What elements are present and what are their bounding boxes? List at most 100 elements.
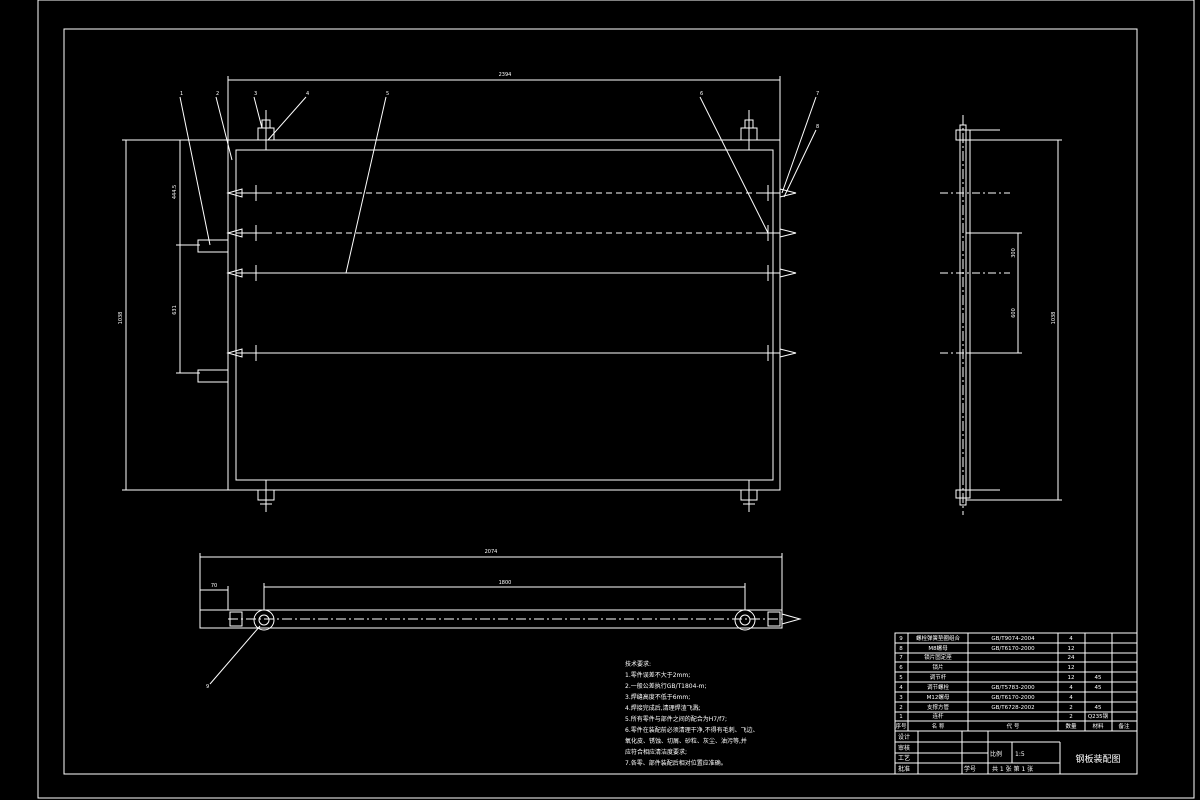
front-frame xyxy=(227,139,781,491)
bom-cell: 12 xyxy=(1068,646,1075,652)
note-line: 4.焊接完成后,清理焊渣飞溅; xyxy=(625,704,701,712)
dim-bottom-left: 70 xyxy=(211,583,217,589)
left-pins xyxy=(226,185,268,361)
bom-cell: 锁片 xyxy=(932,663,943,671)
bom-row: 4 调节螺栓 GB/T5783-2000 4 45 xyxy=(899,683,1102,691)
tb-label-process: 工艺 xyxy=(898,754,910,762)
tb-label-design: 设计 xyxy=(898,733,910,741)
note-line: 6.零件在装配前必须清理干净,不得有毛刺、飞边、 xyxy=(625,726,759,734)
tb-label-review: 审核 xyxy=(898,744,910,752)
bom-cell: 45 xyxy=(1095,705,1102,711)
note-line: 5.所有零件与部件之间的配合为H7/f7; xyxy=(625,715,727,723)
plan-joint-right xyxy=(734,609,756,631)
bom-header-cell: 备注 xyxy=(1118,722,1130,730)
bottom-bolts xyxy=(257,480,758,512)
bom-cell: 调节杆 xyxy=(930,673,947,681)
bom-cell: GB/T6170-2000 xyxy=(991,695,1035,701)
balloon-6: 6 xyxy=(700,91,703,97)
bom-cell: M12螺母 xyxy=(927,693,950,701)
balloon-7: 7 xyxy=(816,91,819,97)
bom-cell: 8 xyxy=(899,646,903,652)
balloon-9: 9 xyxy=(206,684,209,690)
note-line: 1.零件误差不大于2mm; xyxy=(625,671,690,679)
dim-side-segment-b: 600 xyxy=(1011,308,1017,318)
balloon-3: 3 xyxy=(254,91,257,97)
bom-cell: 2 xyxy=(1069,714,1073,720)
tb-scale-value: 1:5 xyxy=(1015,751,1025,758)
note-line: 应符合相应清洁度要求; xyxy=(625,748,687,756)
bom-cell: GB/T9074-2004 xyxy=(991,636,1035,642)
tb-sheet-text: 共 1 张 第 1 张 xyxy=(992,765,1033,773)
bom-cell: 2 xyxy=(1069,705,1073,711)
dim-left-segment-b: 631 xyxy=(172,305,178,315)
bom-cell: 12 xyxy=(1068,675,1075,681)
bom-header-cell: 材料 xyxy=(1092,722,1104,730)
dim-left-height: 1038 xyxy=(118,312,124,325)
bom-cell: 4 xyxy=(1069,636,1073,642)
bom-cell: GB/T6170-2000 xyxy=(991,646,1035,652)
note-line: 氧化皮、锈蚀、切屑、砂粒、灰尘、油污等,并 xyxy=(625,737,747,745)
title-block xyxy=(894,730,1138,775)
bom-header-cell: 代 号 xyxy=(1007,722,1020,730)
bom-cell: 调节螺栓 xyxy=(927,683,950,691)
dim-bottom-inner: 1800 xyxy=(499,580,512,586)
balloon-8: 8 xyxy=(816,124,819,130)
bom-cell: 7 xyxy=(899,655,903,661)
bom-row: 9 螺栓弹簧垫圈组合 GB/T9074-2004 4 xyxy=(899,634,1073,642)
balloon-4: 4 xyxy=(306,91,309,97)
tb-scale-label: 比例 xyxy=(990,750,1002,758)
bom-cell: 12 xyxy=(1068,665,1075,671)
outer-border xyxy=(37,0,1195,799)
bom-cell: 1 xyxy=(899,714,903,720)
note-line: 3.焊缝高度不低于6mm; xyxy=(625,693,690,701)
bom-cell: 连杆 xyxy=(932,712,944,720)
bom-cell: 45 xyxy=(1095,675,1102,681)
bom-row: 6 锁片 12 xyxy=(899,663,1074,671)
bom-cell: 支撑方管 xyxy=(927,703,950,711)
bom-row: 5 调节杆 12 45 xyxy=(899,673,1102,681)
technical-notes: 技术要求: 1.零件误差不大于2mm; 2.一般公差执行GB/T1804-m; … xyxy=(625,660,759,767)
bom-cell: 6 xyxy=(899,665,903,671)
note-line: 7.各零、部件装配后相对位置应准确。 xyxy=(625,759,727,767)
note-line: 2.一般公差执行GB/T1804-m; xyxy=(625,682,706,690)
side-view xyxy=(940,115,1062,515)
balloon-1: 1 xyxy=(180,91,183,97)
bom-cell: 45 xyxy=(1095,685,1102,691)
inner-frame xyxy=(63,28,1138,775)
dim-side-overall: 1038 xyxy=(1051,312,1057,325)
dim-side-segment-a: 300 xyxy=(1011,248,1017,258)
balloon-5: 5 xyxy=(386,91,389,97)
bom-cell: 4 xyxy=(1069,685,1073,691)
plan-joint-left xyxy=(253,609,275,631)
bom-cell: GB/T6728-2002 xyxy=(991,705,1034,711)
bom-cell: Q235钢 xyxy=(1088,712,1109,720)
balloon-2: 2 xyxy=(216,91,219,97)
bom-header-cell: 名 称 xyxy=(932,722,945,730)
title-block-text: 设计 审核 工艺 批准 学号 比例 1:5 共 1 张 第 1 张 钢板装配图 xyxy=(898,733,1121,773)
top-bolts xyxy=(257,110,758,150)
bom-cell: GB/T5783-2000 xyxy=(991,685,1035,691)
tb-label-student-no: 学号 xyxy=(964,765,976,773)
bom-cell: 3 xyxy=(899,695,903,701)
dim-bottom-overall: 2074 xyxy=(485,549,498,555)
plan-view xyxy=(199,553,802,685)
bom-cell: 2 xyxy=(899,705,903,711)
left-link-bracket xyxy=(197,239,229,253)
bom-cell: 4 xyxy=(899,685,903,691)
right-pins xyxy=(760,185,797,361)
bom-row: 3 M12螺母 GB/T6170-2000 4 xyxy=(899,693,1073,701)
bom-row: 2 支撑方管 GB/T6728-2002 2 45 xyxy=(899,703,1102,711)
notes-heading: 技术要求: xyxy=(625,660,651,668)
dim-top-overall: 2394 xyxy=(499,72,512,78)
bom-cell: 锁片固定座 xyxy=(924,653,952,661)
tb-label-approve: 批准 xyxy=(898,765,910,773)
dim-left-segment-a: 444.5 xyxy=(172,185,178,199)
bom-header-cell: 数量 xyxy=(1065,722,1077,730)
bom-cell: M8螺母 xyxy=(928,644,948,652)
left-link-bracket xyxy=(197,369,229,383)
bom-cell: 4 xyxy=(1069,695,1073,701)
bom-row: 7 锁片固定座 24 xyxy=(899,653,1075,661)
front-frame-inner xyxy=(235,149,774,481)
bom-row: 8 M8螺母 GB/T6170-2000 12 xyxy=(899,644,1074,652)
